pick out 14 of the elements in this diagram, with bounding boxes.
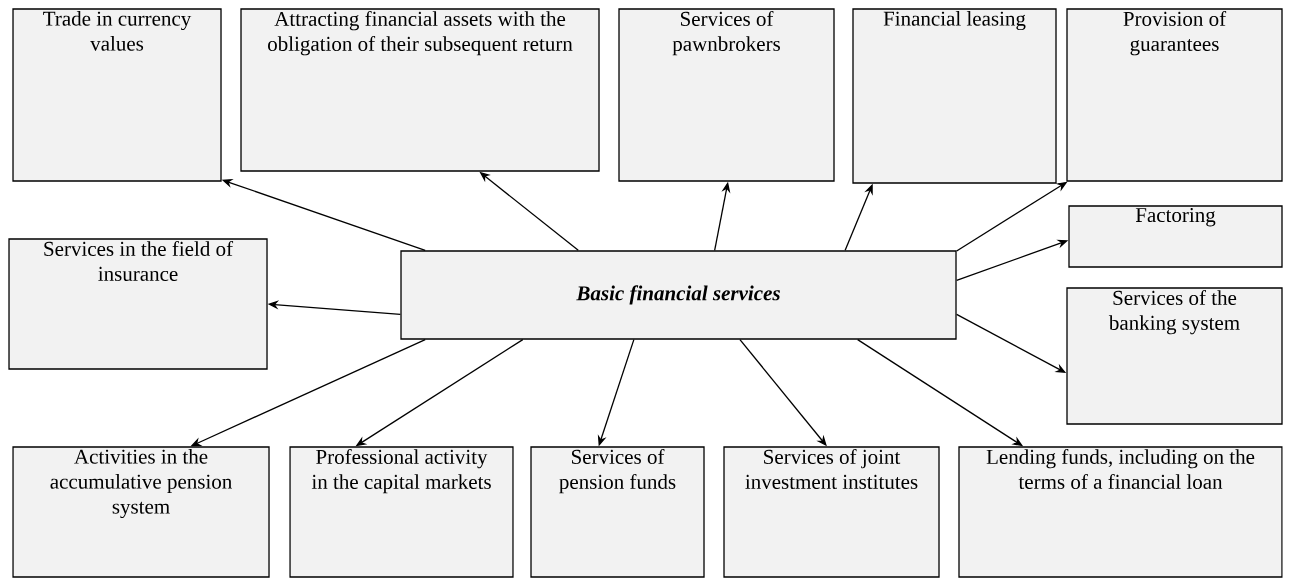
service-box: Provision of guarantees (1066, 8, 1283, 182)
service-box: Services of pawnbrokers (618, 8, 835, 182)
service-box: Services in the field of insurance (8, 238, 268, 370)
service-box: Financial leasing (852, 8, 1057, 184)
service-box: Services of the banking system (1066, 287, 1283, 425)
service-box: Trade in currency values (12, 8, 222, 182)
service-box: Services of joint investment institutes (723, 446, 940, 578)
service-box: Professional activity in the capital markets (289, 446, 514, 578)
central-box: Basic financial services (400, 250, 957, 340)
service-box: Services of pension funds (530, 446, 705, 578)
service-box: Factoring (1068, 205, 1283, 268)
service-box: Lending funds, including on the terms of a financial loan (958, 446, 1283, 578)
service-box: Activities in the accumulative pension system (12, 446, 270, 578)
service-box: Attracting financial assets with the obligation of their subsequent return (240, 8, 600, 172)
